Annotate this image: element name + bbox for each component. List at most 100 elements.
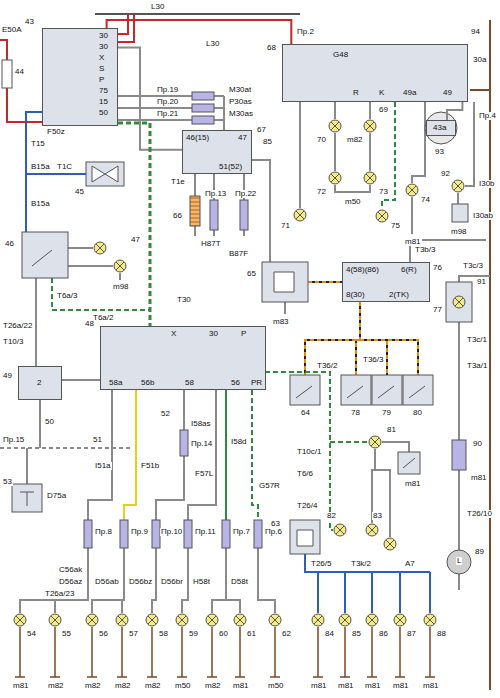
callout-label: T10c/1 [296,448,322,456]
callout-label: 52 [160,410,171,418]
lamp-symbol [312,614,324,626]
callout-label: 69 [378,106,389,114]
callout-label: D75a [46,492,67,500]
callout-label: m82 [114,682,132,690]
pin-label: 30 [209,330,218,338]
callout-label: T1C [56,163,73,171]
callout-label: B15a [30,200,51,208]
ground-wire [395,627,405,677]
callout-label: 79 [381,409,392,417]
pin-label: X [99,54,104,62]
lamp-symbol [339,614,351,626]
callout-label: Пр.10 [160,528,183,536]
callout-label: m81 [310,682,328,690]
component-box: 2 [18,366,62,400]
callout-label: 45 [74,188,85,196]
lamp-symbol [394,614,406,626]
lamp-symbol [234,614,246,626]
callout-label: m98 [112,283,130,291]
pin-label: 56 [231,379,240,387]
callout-label: T3a/1 [466,362,488,370]
callout-label: Пр.14 [190,440,213,448]
callout-label: 67 [256,126,267,134]
lamp-symbol [116,614,128,626]
ground-wire [147,627,157,677]
callout-label: 48 [84,320,95,328]
callout-label: 76 [432,264,443,272]
callout-label: 94 [470,28,481,36]
callout-label: D56bz [128,578,153,586]
callout-label: T6a/2 [92,314,114,322]
callout-label: D56br [160,578,184,586]
pin-label: 43a [433,124,446,132]
callout-label: I51a [94,462,112,470]
wire-connector [118,123,150,326]
lamp-symbol [366,614,378,626]
callout-label: T6a/3 [56,292,78,300]
callout-label: 91 [476,278,487,286]
pin-label: 50 [99,109,108,117]
pin-label: 30 [99,43,108,51]
ground-wire [207,627,217,677]
callout-label: H87T [200,240,222,248]
lamp-symbol [269,614,281,626]
component-box: 46(15)4751(52) [182,130,252,174]
callout-label: Пр.8 [94,528,113,536]
callout-label: T3b/3 [414,246,436,254]
callout-label: 89 [474,548,485,556]
callout-label: Пр.11 [194,528,217,536]
callout-label: 61 [246,630,257,638]
callout-label: 53 [2,478,13,486]
callout-label: Пр.19 [156,86,179,94]
callout-label: m81 [404,238,422,246]
callout-label: m81 [364,682,382,690]
callout-label: B87F [228,250,249,258]
callout-label: 75 [390,222,401,230]
callout-label: m82 [47,682,65,690]
callout-label: C56ak [58,566,83,574]
ground-wire [87,627,97,677]
callout-label: I58d [230,438,248,446]
pin-label: 46(15) [186,134,209,142]
callout-label: Пр.15 [2,436,25,444]
callout-label: 50 [44,418,55,426]
pin-label: X [171,330,176,338]
callout-label: 46 [4,240,15,248]
callout-label: 44 [14,68,25,76]
callout-label: m98 [450,228,468,236]
callout-label: T26/10 [466,510,493,518]
callout-label: L30 [150,3,165,11]
callout-label: m82 [204,682,222,690]
callout-label: T3c/1 [466,336,488,344]
callout-label: Пр.13 [204,190,227,198]
callout-label: T36/2 [316,362,338,370]
callout-label: T10/3 [2,338,24,346]
callout-label: F57L [194,470,214,478]
callout-label: 86 [378,630,389,638]
callout-label: 47 [130,236,141,244]
callout-label: m50 [267,682,285,690]
callout-label: 78 [350,409,361,417]
component-box: X30P58a56b5856PR [100,326,266,390]
callout-label: T26/5 [310,560,332,568]
ground-wire [235,627,245,677]
callout-label: m81 [392,682,410,690]
callout-label: Пр.2 [296,28,315,36]
callout-label: 65 [246,270,257,278]
callout-label: 54 [26,630,37,638]
callout-label: M30as [228,110,254,118]
callout-label: 77 [432,306,443,314]
ground-wire [313,627,323,677]
callout-label: I58as [190,420,212,428]
pin-label: 56b [141,379,154,387]
callout-label: 90 [472,440,483,448]
callout-label: 68 [266,44,277,52]
callout-label: Пр.4 [478,112,497,120]
callout-label: T36/3 [362,356,384,364]
ground-wire [50,627,60,677]
pin-label: 49a [403,89,416,97]
callout-label: m81 [404,480,422,488]
pin-label: P [99,76,104,84]
callout-label: T26/4 [296,502,318,510]
callout-label: 30a [472,56,487,64]
